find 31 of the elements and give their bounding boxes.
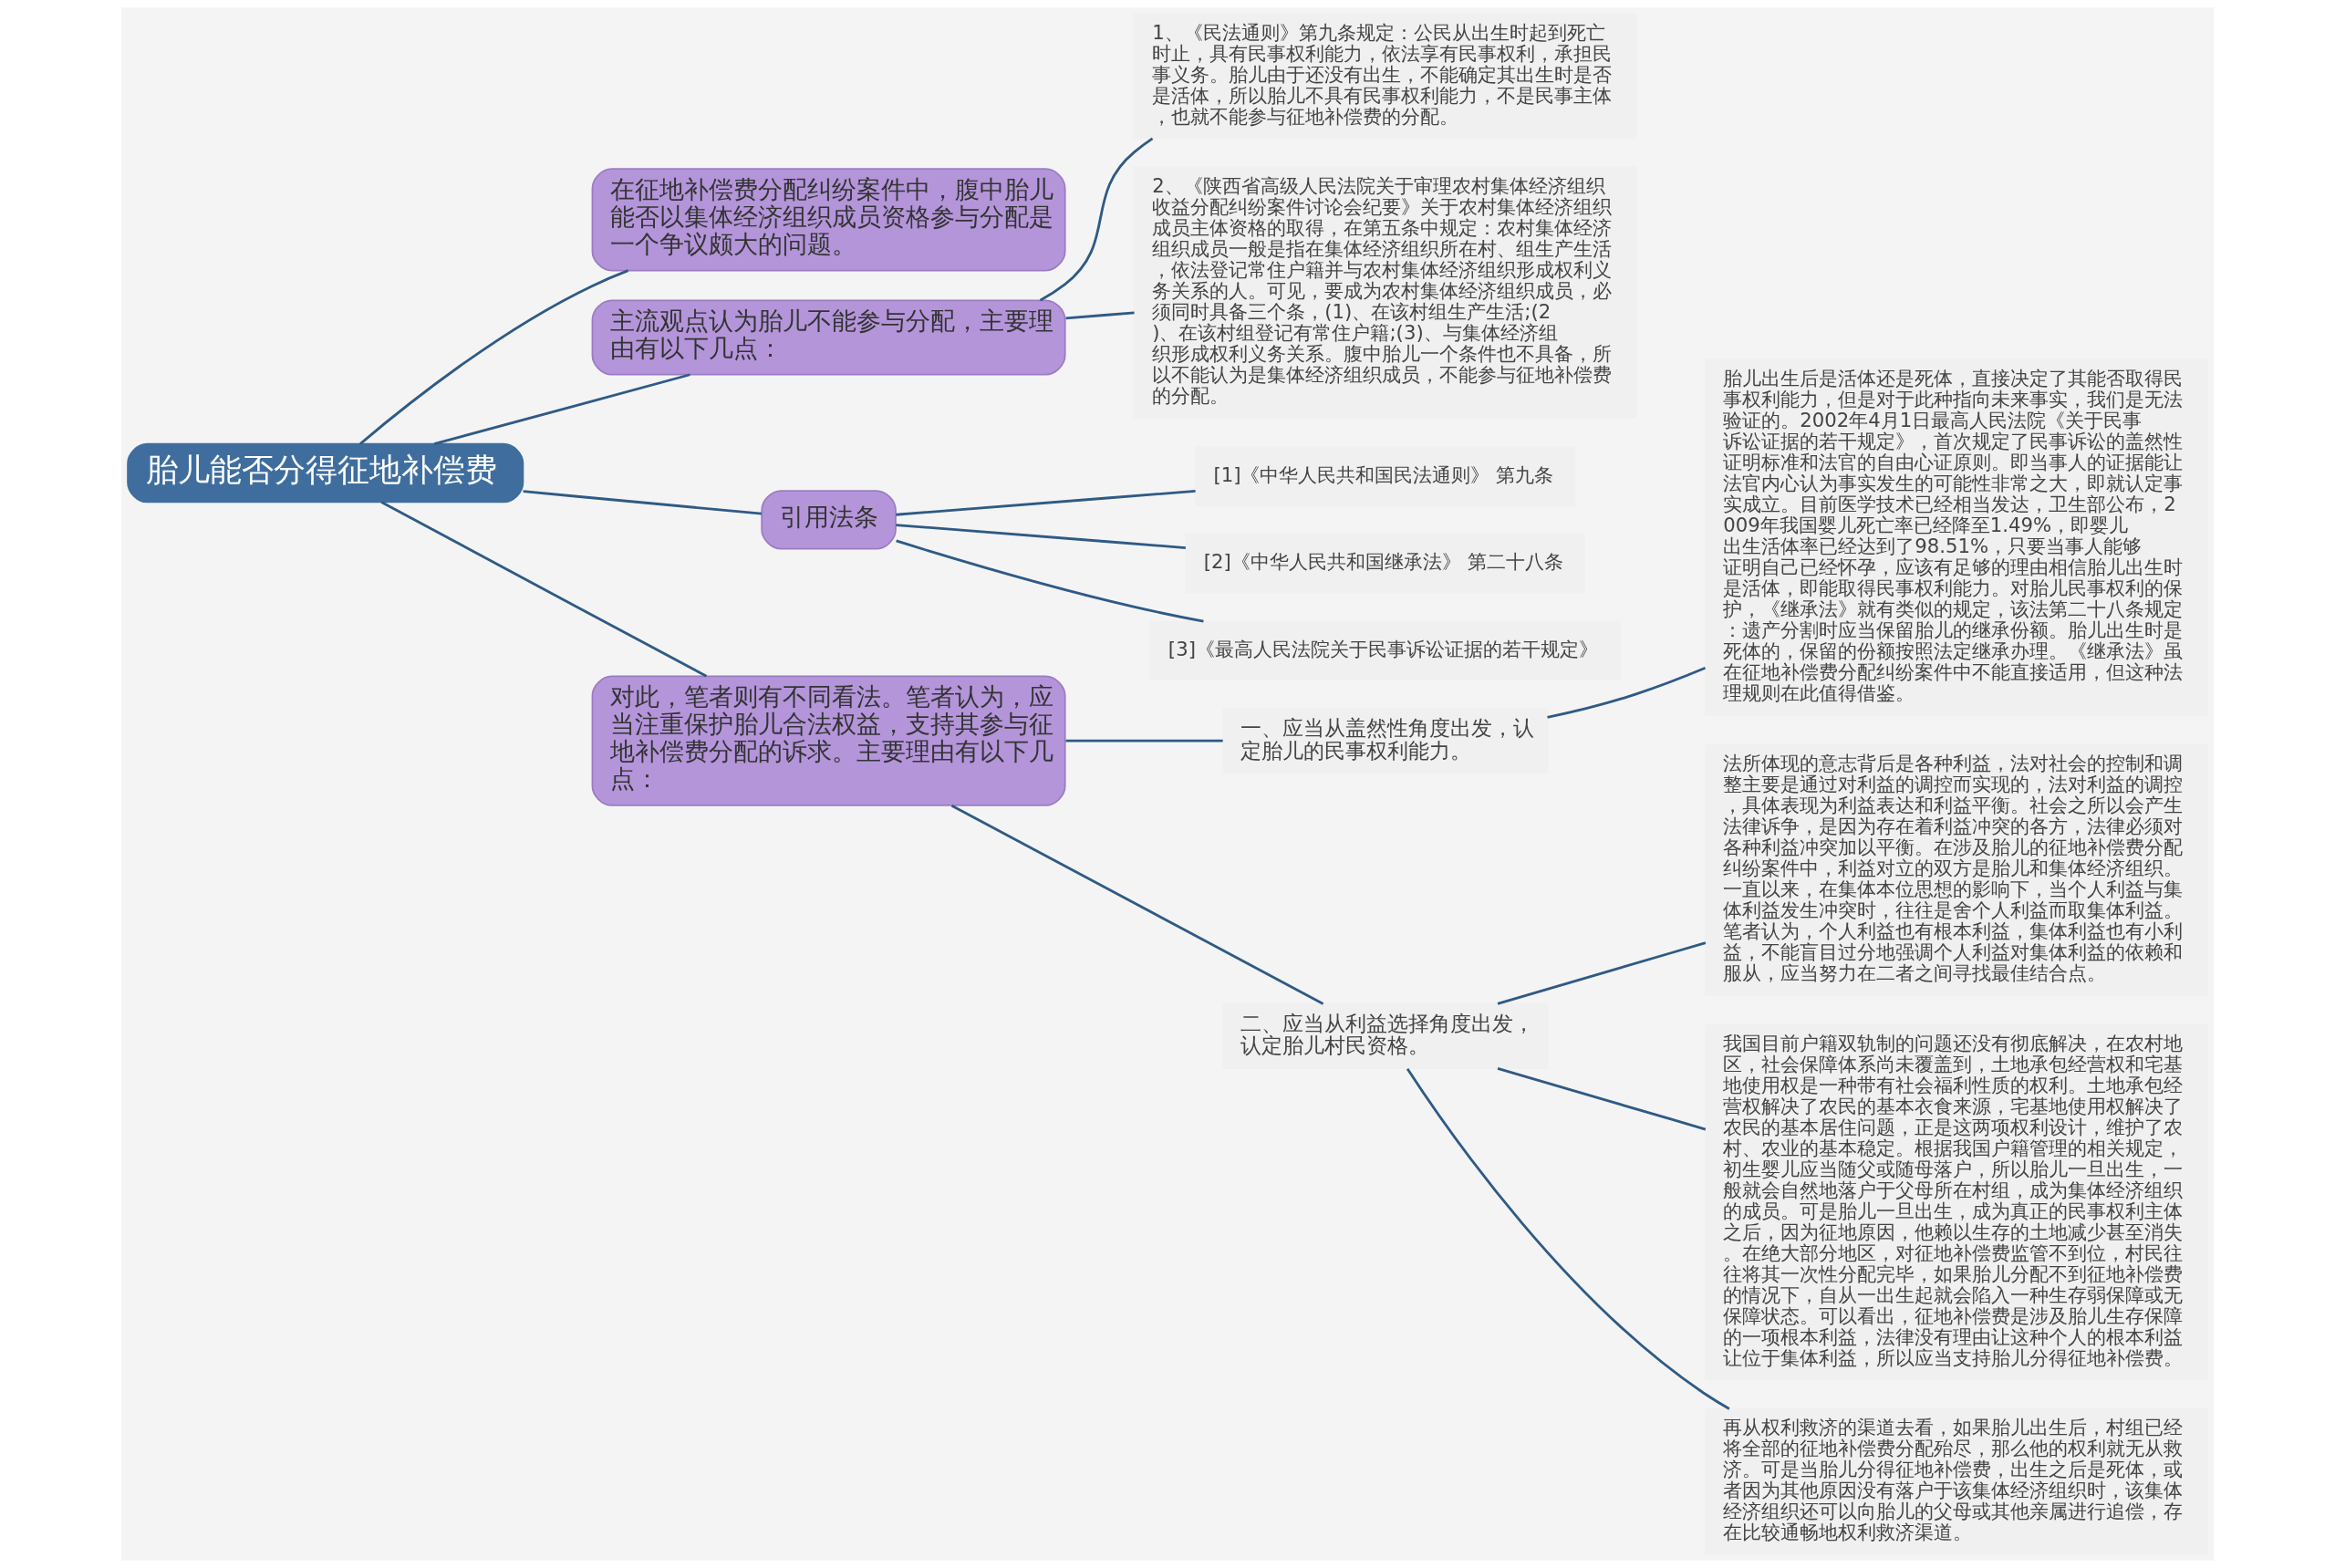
- node-text: 我国目前户籍双轨制的问题还没有彻底解决，在农村地区，社会保障体系尚未覆盖到，土地承包经营权和宅基地使用权是一种带有社会福利性质的权利。土地承包经营权解决了农民的基本衣食来源，宅基地使用权解决了农民的基本居住问题，正是这两项权利设计，维护了农村、农业的基本稳定。根据我国户籍管理的相关规定，初生婴儿应当随父或随母落户，所以胎儿一旦出生，一般就会自然地落户于父母所在村组，成为集体经济组织的成员。可是胎儿一旦出生，成为真正的民事权利主体之后，因为征地原因，他赖以生存的土地减少甚至消失。在绝大部分地区，对征地补偿费监管不到位，村民往往将其一次性分配完毕，如果胎儿分配不到征地补偿费的情况下，自从一出生起就会陷入一种生存弱保障或无保障状态。可以看出，征地补偿费是涉及胎儿生存保障的一项根本利益，法律没有理由让这种个人的根本利益让位于集体利益，所以应当支持胎儿分得征地补偿费。: [1723, 1032, 2184, 1369]
- node-text: [2]《中华人民共和国继承法》 第二十八条: [1203, 550, 1563, 574]
- connector: [1065, 311, 1135, 320]
- node-text: 二、应当从利益选择角度出发，认定胎儿村民资格。: [1240, 1011, 1535, 1058]
- connector: [359, 269, 629, 445]
- connector: [433, 373, 690, 446]
- connector: [950, 804, 1324, 1005]
- node-text: [3]《最高人民法院关于民事诉讼证据的若干规定》: [1168, 637, 1598, 660]
- node-text: 1、《民法通则》第九条规定：公民从出生时起到死亡时止，具有民事权利能力，依法享有民事权利，承担民事义务。胎儿由于还没有出生，不能确定其出生时是否是活体，所以胎儿不具有民事权利能力，不是民事主体，也就不能参与征地补偿费的分配。: [1152, 20, 1613, 128]
- node-box: 引用法条: [761, 490, 897, 550]
- node-text: 胎儿出生后是活体还是死体，直接决定了其能否取得民事权利能力，但是对于此种指向未来事实，我们是无法验证的。2002年4月1日最高人民法院《关于民事诉讼证据的若干规定》，首次规定了民事诉讼的盖然性证明标准和法官的自由心证原则。即当事人的证据能让法官内心认为事实发生的可能性非常之大，即就认定事实成立。目前医学技术已经相当发达，卫生部公布，2009年我国婴儿死亡率已经降至1.49%，即婴儿出生活体率已经达到了98.51%，只要当事人能够证明自己已经怀孕，应该有足够的理由相信胎儿出生时是活体，即能取得民事权利能力。对胎儿民事权利的保护，《继承法》就有类似的规定，该法第二十八条规定：遗产分割时应当保留胎儿的继承份额。胎儿出生时是死体的，保留的份额按照法定继承办理。《继承法》虽在征地补偿费分配纠纷案件中不能直接适用，但这种法理规则在此值得借鉴。: [1723, 367, 2184, 705]
- connector: [1065, 739, 1223, 742]
- node-text: 再从权利救济的渠道去看，如果胎儿出生后，村组已经将全部的征地补偿费分配殆尽，那么他的权利就无从救济。可是当胎儿分得征地补偿费，出生之后是死体，或者因为其他原因没有落户于该集体经济组织时，该集体经济组织还可以向胎儿的父母或其他亲属进行追偿，存在比较通畅地权利救济渠道。: [1723, 1416, 2184, 1543]
- connector: [1406, 1067, 1730, 1410]
- node-text: 法所体现的意志背后是各种利益，法对社会的控制和调整主要是通过对利益的调控而实现的，法对利益的调控，具体表现为利益表达和利益平衡。社会之所以会产生法律诉争，是因为存在着利益冲突的各方，法律必须对各种利益冲突加以平衡。在涉及胎儿的征地补偿费分配纠纷案件中，利益对立的双方是胎儿和集体经济组织。一直以来，在集体本位思想的影响下，当个人利益与集体利益发生冲突时，往往是舍个人利益而取集体利益。笔者认为，个人利益也有根本利益，集体利益也有小利益，不能盲目过分地强调个人利益对集体利益的依赖和服从，应当努力在二者之间寻找最佳结合点。: [1723, 752, 2184, 985]
- connector: [1547, 666, 1707, 719]
- node-box: 对此，笔者则有不同看法。笔者认为，应当注重保护胎儿合法权益，支持其参与征地补偿费分配的诉求。主要理由有以下几点：: [591, 675, 1066, 806]
- node-box: 主流观点认为胎儿不能参与分配，主要理由有以下几点：: [591, 299, 1066, 376]
- connector: [1497, 1067, 1707, 1131]
- connector: [380, 501, 708, 678]
- connector: [1497, 941, 1707, 1005]
- connector: [523, 490, 763, 515]
- node-box: 胎儿能否分得征地补偿费: [127, 442, 524, 504]
- node-text: 2、《陕西省高级人民法院关于审理农村集体经济组织收益分配纠纷案件讨论会纪要》关于农村集体经济组织成员主体资格的取得，在第五条中规定：农村集体经济组织成员一般是指在集体经济组织所在村、组生产生活，依法登记常住户籍并与农村集体经济组织形成权利义务关系的人。可见，要成为农村集体经济组织成员，必须同时具备三个条，(1)、在该村组生产生活;(2)、在该村组登记有常住户籍;(3)、与集体经济组织形成权利义务关系。腹中胎儿一个条件也不具备，所以不能认为是集体经济组织成员，不能参与征地补偿费的分配。: [1152, 174, 1613, 407]
- connector: [1039, 137, 1154, 302]
- node-text: [1]《中华人民共和国民法通则》 第九条: [1213, 462, 1554, 486]
- connector: [896, 524, 1186, 549]
- connector: [896, 539, 1204, 623]
- connector: [896, 489, 1196, 516]
- node-box: 在征地补偿费分配纠纷案件中，腹中胎儿能否以集体经济组织成员资格参与分配是一个争议颇大的问题。: [591, 168, 1066, 272]
- node-text: 一、应当从盖然性角度出发，认定胎儿的民事权利能力。: [1240, 715, 1535, 763]
